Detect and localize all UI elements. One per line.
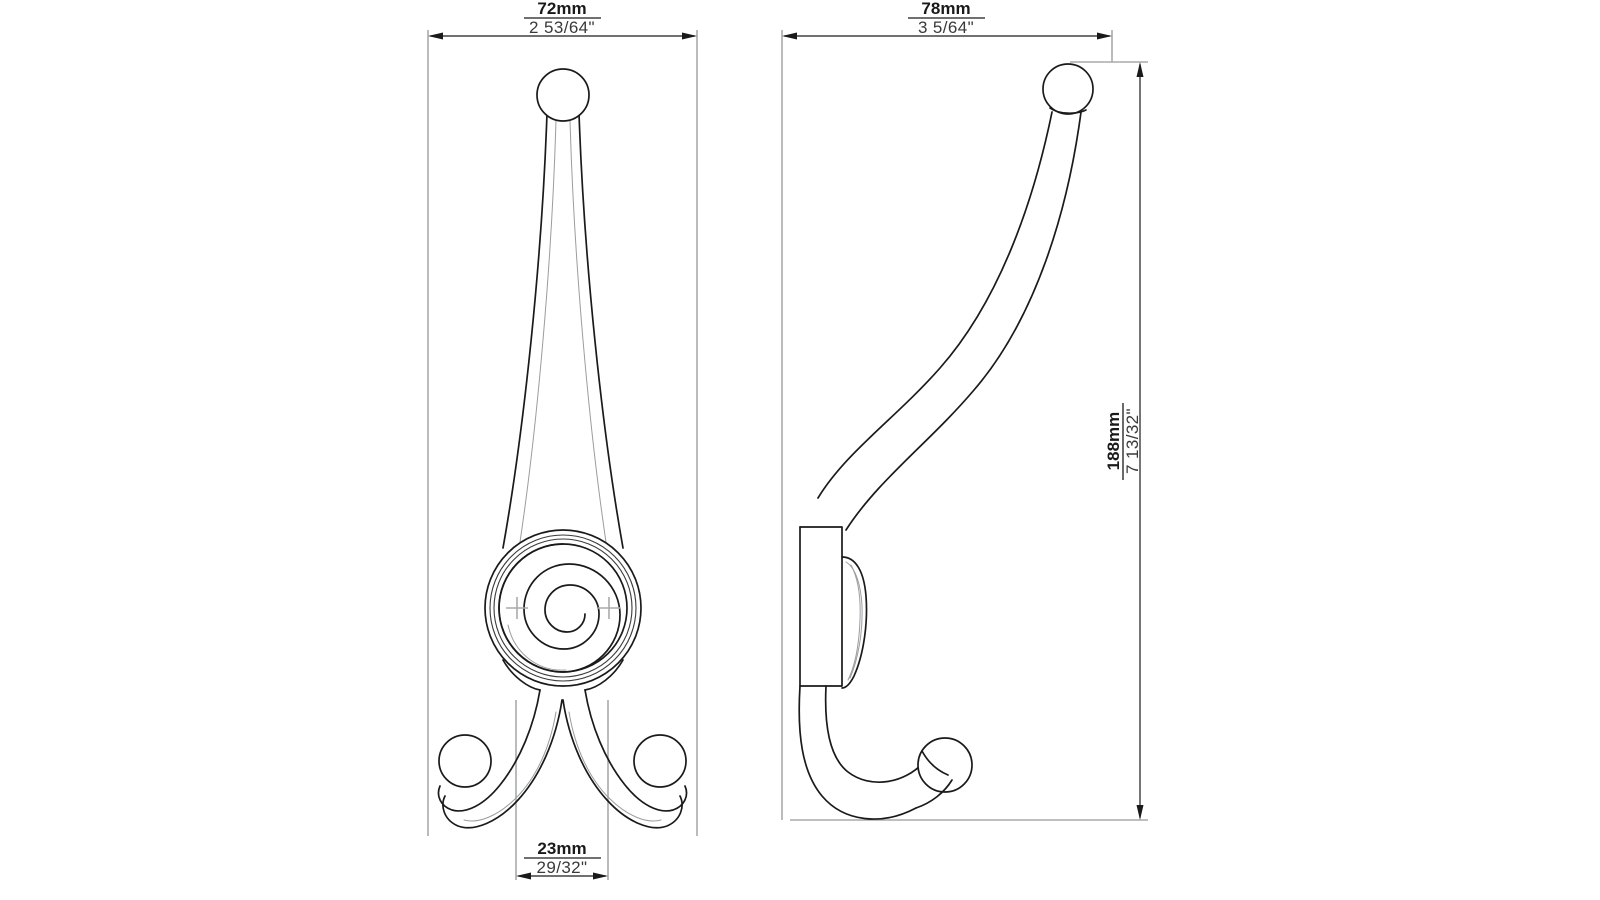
- side-view: [798, 63, 1094, 820]
- dimension-height-overall-imperial: 7 13/32": [1123, 408, 1142, 474]
- front-shaft-left-highlight: [519, 119, 557, 543]
- extension-lines: [427, 30, 1148, 880]
- arrowhead-right: [1097, 32, 1112, 40]
- dimension-height-overall-metric: 188mm: [1104, 412, 1123, 471]
- side-lower-ball-neck-upper: [921, 750, 949, 776]
- dimension-width-front-imperial: 2 53/64": [529, 18, 595, 37]
- dimension-base-width-metric: 23mm: [537, 839, 586, 858]
- front-hook-right-outer: [584, 689, 688, 812]
- side-rosette-boss-profile: [841, 556, 868, 689]
- front-shaft-right-highlight: [569, 119, 607, 543]
- dimension-width-front: 72mm 2 53/64": [428, 0, 697, 40]
- arrowhead-left: [428, 32, 443, 40]
- arrowhead-right: [593, 872, 608, 880]
- front-hook-right-ball: [633, 734, 687, 788]
- side-top-ball-neck: [1049, 107, 1087, 114]
- dimension-width-front-metric: 72mm: [537, 0, 586, 18]
- rosette-centre-marks: [506, 597, 620, 619]
- side-lower-ball: [917, 737, 973, 793]
- arrowhead-top: [1136, 62, 1144, 77]
- front-view: [437, 68, 688, 829]
- arrowhead-left: [782, 32, 797, 40]
- front-rosette-fill: [485, 530, 641, 686]
- dimension-depth-side-imperial: 3 5/64": [918, 18, 974, 37]
- arrowhead-left: [516, 872, 531, 880]
- side-upper-arm-inner: [845, 111, 1082, 531]
- front-rosette-ring-3: [493, 538, 633, 678]
- side-backplate: [799, 526, 843, 687]
- side-upper-arm-outer: [817, 111, 1053, 499]
- front-shaft-right-edge: [578, 112, 624, 549]
- front-shaft-left-edge: [502, 112, 548, 549]
- front-top-ball: [536, 68, 590, 122]
- front-hook-right-ball-fill: [634, 735, 686, 787]
- arrowhead-bottom: [1136, 805, 1144, 820]
- front-top-ball-fill: [537, 69, 589, 121]
- front-hook-right-inner: [562, 699, 683, 829]
- front-hook-left-ball-fill: [439, 735, 491, 787]
- dimension-base-width-imperial: 29/32": [537, 858, 588, 877]
- front-hook-left-outer: [437, 689, 541, 812]
- dimension-depth-side-metric: 78mm: [921, 0, 970, 18]
- front-rosette-spiral-highlight: [507, 624, 567, 671]
- dimension-depth-side: 78mm 3 5/64": [782, 0, 1112, 40]
- side-lower-ball-neck-lower: [915, 779, 953, 809]
- side-top-ball-fill: [1043, 64, 1093, 114]
- front-shaft-lower-right: [584, 659, 624, 691]
- front-hook-left-ball: [438, 734, 492, 788]
- front-hook-left-highlight: [463, 711, 557, 822]
- side-rosette-boss-highlight-2: [847, 564, 861, 681]
- front-shaft-lower-left: [502, 659, 541, 691]
- front-rosette-ring-2: [489, 534, 637, 682]
- front-rosette-spiral: [498, 543, 621, 673]
- side-lower-hook-outer: [798, 685, 917, 820]
- arrowhead-right: [682, 32, 697, 40]
- side-lower-hook-inner: [824, 685, 925, 784]
- front-hook-right-highlight: [568, 711, 662, 822]
- dimension-base-width: 23mm 29/32": [516, 839, 608, 880]
- dimension-height-overall: 188mm 7 13/32": [1104, 62, 1144, 820]
- front-hook-left-inner: [442, 699, 563, 829]
- side-lower-ball-fill: [918, 738, 972, 792]
- front-rosette-ring-outer: [484, 529, 642, 687]
